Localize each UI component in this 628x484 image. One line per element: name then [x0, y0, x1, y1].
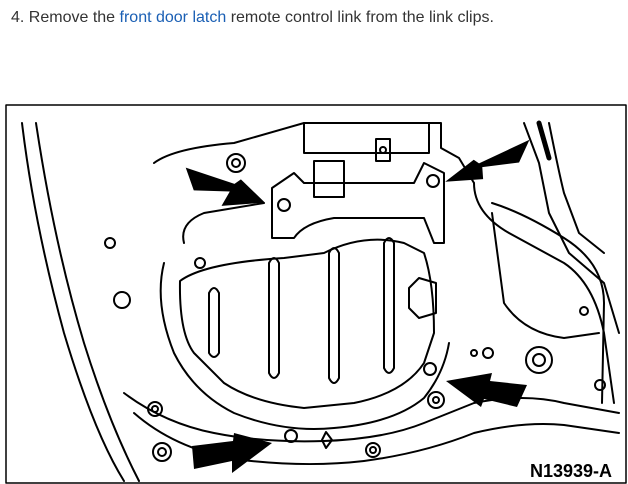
bracket-screw-left — [277, 198, 291, 212]
lower-trim — [123, 392, 620, 443]
right-frame-line — [523, 122, 620, 334]
lower-left-screw — [284, 429, 298, 443]
step-number: 4. — [11, 9, 25, 26]
step-text-after: remote control link from the link clips. — [230, 9, 494, 26]
latch-slot — [375, 138, 391, 162]
figure-code-label: N13939-A — [529, 461, 612, 481]
latch-bracket — [271, 162, 445, 244]
bracket-screw-right — [426, 174, 440, 188]
front-door-latch-link[interactable]: front door latch — [119, 9, 227, 26]
step-instruction: 4. Remove the front door latch remote co… — [11, 8, 621, 28]
door-edge-inner — [35, 122, 140, 482]
arrow-upper-left — [185, 167, 265, 206]
arrow-lower-right — [446, 373, 527, 407]
latch-window — [313, 160, 345, 198]
figure-frame — [5, 104, 627, 484]
inner-panel-opening — [178, 238, 435, 409]
arrow-lower-left — [192, 433, 272, 473]
door-edge-outer — [21, 122, 125, 482]
door-panel-diagram: N13939-A — [4, 103, 628, 484]
panel-rib-2 — [328, 247, 340, 384]
step-text-before: Remove the — [28, 9, 116, 26]
panel-rib-3 — [383, 237, 395, 374]
lower-right-screw — [423, 362, 437, 376]
panel-rib-4 — [208, 287, 220, 358]
right-cable — [548, 122, 605, 254]
arrow-upper-right — [445, 139, 530, 182]
door-panel-illustration — [5, 104, 627, 484]
top-contour — [153, 122, 475, 184]
right-panel-edge — [473, 182, 615, 404]
panel-rib-1 — [268, 257, 280, 379]
